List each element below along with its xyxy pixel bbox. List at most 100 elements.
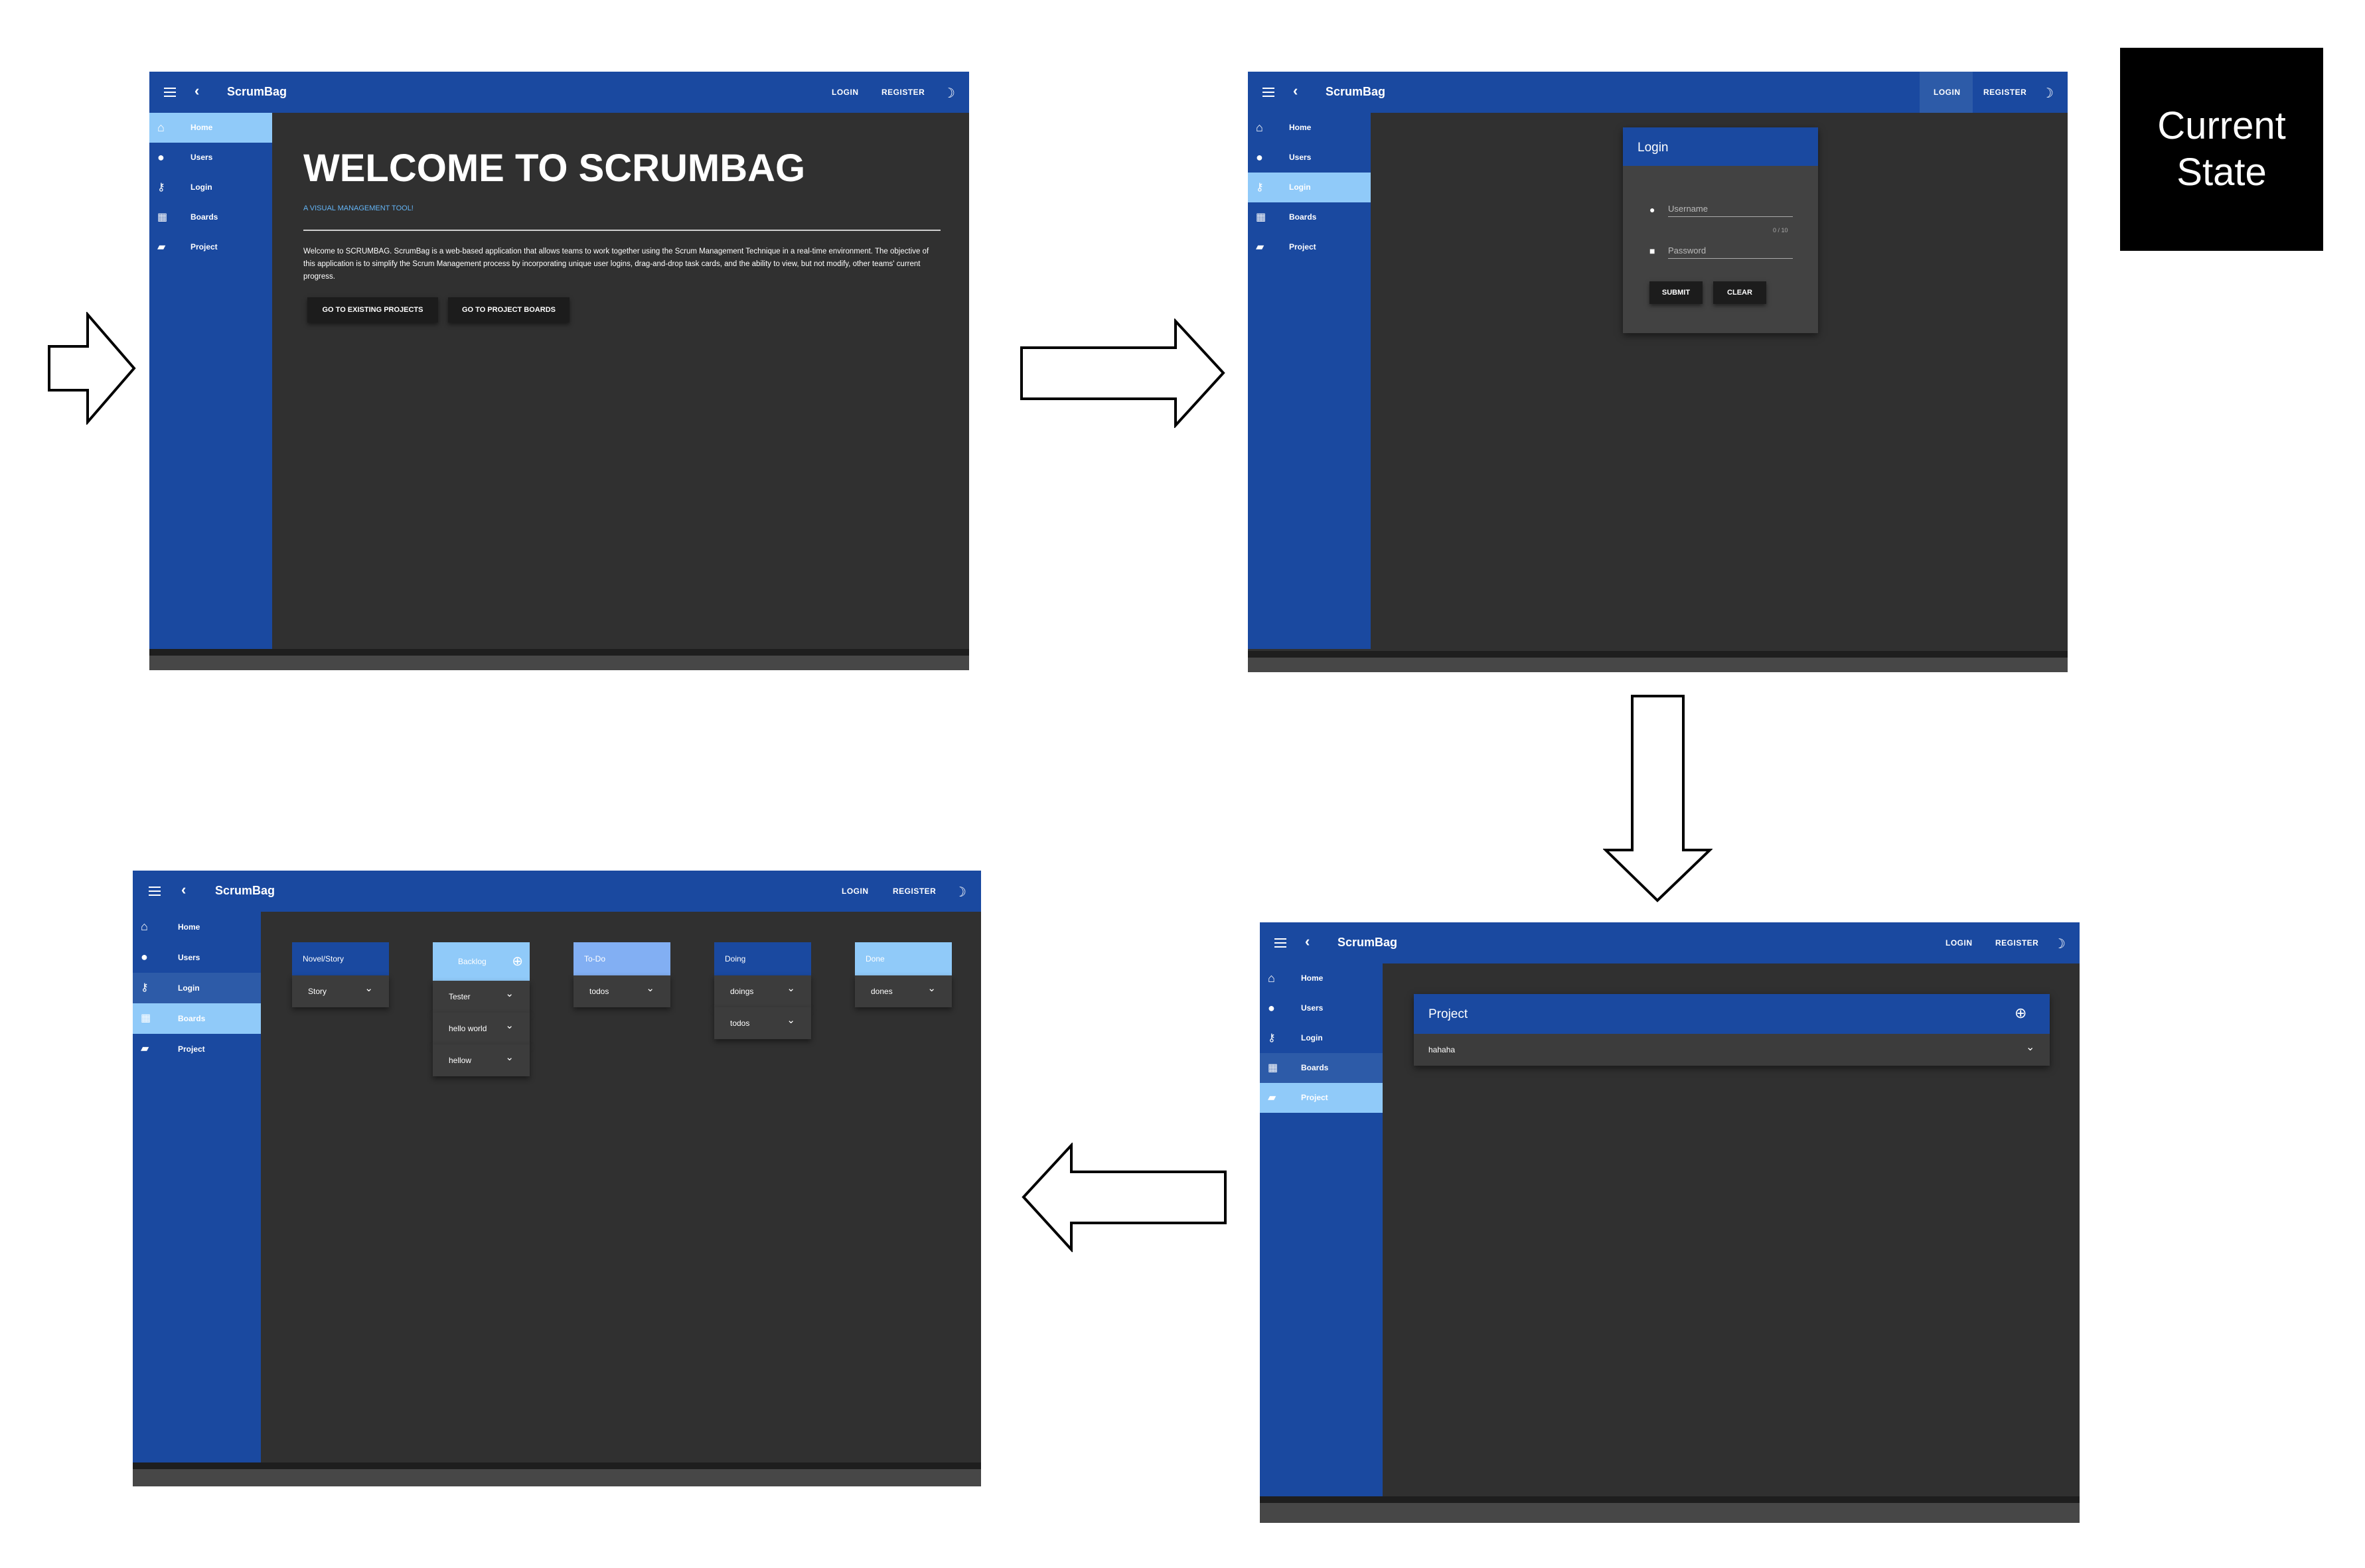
login-button[interactable]: LOGIN xyxy=(832,88,859,97)
right-arrow xyxy=(1020,319,1225,428)
nav-drawer: ⌂Home ●Users ⚷Login ▦Boards ▰Project xyxy=(149,113,272,649)
menu-icon[interactable] xyxy=(1274,938,1286,948)
nav-item-boards[interactable]: ▦Boards xyxy=(1260,1053,1383,1083)
nav-item-users[interactable]: ●Users xyxy=(157,151,213,164)
clear-button[interactable]: CLEAR xyxy=(1713,281,1766,304)
nav-item-project[interactable]: ▰Project xyxy=(157,242,218,253)
nav-drawer: ⌂Home ●Users ⚷Login ▦Boards ▰Project xyxy=(1260,963,1383,1500)
register-button[interactable]: REGISTER xyxy=(1983,88,2027,97)
theme-toggle-icon[interactable]: ☽ xyxy=(943,86,955,101)
card-story[interactable]: Story ⌄ xyxy=(292,975,389,1007)
card-tester[interactable]: Tester ⌄ xyxy=(433,981,530,1013)
username-field[interactable]: Username xyxy=(1668,204,1793,217)
back-chevron-icon[interactable]: ‹ xyxy=(181,881,187,898)
login-button[interactable]: LOGIN xyxy=(1945,938,1973,948)
chevron-down-icon[interactable]: ⌄ xyxy=(364,983,373,994)
chevron-down-icon[interactable]: ⌄ xyxy=(2026,1042,2035,1053)
footer-bar xyxy=(1248,651,2068,672)
go-to-boards-button[interactable]: GO TO PROJECT BOARDS xyxy=(448,297,570,322)
home-icon: ⌂ xyxy=(1268,971,1275,985)
card-todos[interactable]: todos ⌄ xyxy=(573,975,670,1007)
folder-icon: ▰ xyxy=(141,1043,149,1054)
menu-icon[interactable] xyxy=(164,88,176,97)
card-hello-world[interactable]: hello world ⌄ xyxy=(433,1013,530,1044)
chevron-down-icon[interactable]: ⌄ xyxy=(505,1020,514,1031)
nav-item-boards[interactable]: ▦Boards xyxy=(133,1003,261,1034)
menu-icon[interactable] xyxy=(1262,88,1274,97)
chevron-down-icon[interactable]: ⌄ xyxy=(505,988,514,999)
column-header-novel-story[interactable]: Novel/Story xyxy=(292,942,389,975)
password-field[interactable]: Password xyxy=(1668,246,1793,259)
project-item-label: hahaha xyxy=(1428,1045,1456,1054)
footer-bar xyxy=(149,649,969,670)
column-header-doing[interactable]: Doing xyxy=(714,942,811,975)
screen-project: ‹ ScrumBag LOGIN REGISTER ☽ ⌂Home ●Users… xyxy=(1260,922,2080,1523)
project-row[interactable] xyxy=(1414,1034,2050,1066)
screen-boards: ‹ ScrumBag LOGIN REGISTER ☽ ⌂Home ●Users… xyxy=(133,871,981,1486)
login-card-title: Login xyxy=(1638,141,1669,155)
nav-item-home[interactable]: ⌂Home xyxy=(1268,971,1324,985)
nav-item-boards[interactable]: ▦Boards xyxy=(1256,212,1317,223)
card-todos[interactable]: todos ⌄ xyxy=(714,1007,811,1039)
chevron-down-icon[interactable]: ⌄ xyxy=(787,983,795,994)
nav-item-home[interactable]: ⌂Home xyxy=(149,113,272,143)
nav-item-home[interactable]: ⌂Home xyxy=(1256,121,1312,134)
screen-login: ‹ ScrumBag LOGIN REGISTER ☽ ⌂Home ●Users… xyxy=(1248,72,2068,672)
add-circle-icon[interactable]: ⊕ xyxy=(512,954,523,969)
nav-item-login[interactable]: ⚷Login xyxy=(1248,173,1371,202)
key-icon: ⚷ xyxy=(1256,182,1264,193)
account-icon: ● xyxy=(157,151,165,164)
chevron-down-icon[interactable]: ⌄ xyxy=(787,1015,795,1026)
table-icon: ▦ xyxy=(1268,1062,1278,1074)
register-button[interactable]: REGISTER xyxy=(881,88,925,97)
column-header-backlog[interactable]: Backlog ⊕ xyxy=(433,942,530,981)
card-dones[interactable]: dones ⌄ xyxy=(855,975,952,1007)
add-project-icon[interactable]: ⊕ xyxy=(2015,1005,2027,1021)
column-header-done[interactable]: Done xyxy=(855,942,952,975)
theme-toggle-icon[interactable]: ☽ xyxy=(954,885,966,900)
chevron-down-icon[interactable]: ⌄ xyxy=(505,1052,514,1063)
current-state-label: Current State xyxy=(2120,48,2323,251)
chevron-down-icon[interactable]: ⌄ xyxy=(927,983,936,994)
key-icon: ⚷ xyxy=(1268,1033,1276,1044)
app-title: ScrumBag xyxy=(227,85,287,98)
table-icon: ▦ xyxy=(157,212,168,223)
card-hellow[interactable]: hellow ⌄ xyxy=(433,1044,530,1076)
login-button[interactable]: LOGIN xyxy=(842,887,869,896)
menu-icon[interactable] xyxy=(149,887,161,896)
nav-item-home[interactable]: ⌂Home xyxy=(141,920,200,933)
login-button[interactable]: LOGIN xyxy=(1934,88,1961,97)
table-icon: ▦ xyxy=(141,1013,151,1024)
login-button-active[interactable] xyxy=(1920,72,1973,113)
back-chevron-icon[interactable]: ‹ xyxy=(1293,82,1298,99)
account-icon: ● xyxy=(1268,1001,1275,1015)
theme-toggle-icon[interactable]: ☽ xyxy=(2054,937,2066,952)
account-icon: ● xyxy=(1256,151,1263,164)
card-doings[interactable]: doings ⌄ xyxy=(714,975,811,1007)
folder-icon: ▰ xyxy=(1256,242,1264,253)
column-header-todo[interactable]: To-Do xyxy=(573,942,670,975)
screen-home: ‹ ScrumBag LOGIN REGISTER ☽ ⌂Home ●Users… xyxy=(149,72,969,670)
theme-toggle-icon[interactable]: ☽ xyxy=(2042,86,2054,101)
nav-item-users[interactable]: ●Users xyxy=(141,950,200,963)
register-button[interactable]: REGISTER xyxy=(1995,938,2039,948)
nav-item-login[interactable]: ⚷Login xyxy=(157,182,212,193)
nav-item-login[interactable]: ⚷Login xyxy=(1268,1033,1323,1044)
back-chevron-icon[interactable]: ‹ xyxy=(194,82,200,99)
project-panel: Project ⊕ hahaha ⌄ xyxy=(1414,994,2050,1066)
nav-item-users[interactable]: ●Users xyxy=(1268,1001,1324,1015)
home-icon: ⌂ xyxy=(141,920,148,933)
chevron-down-icon[interactable]: ⌄ xyxy=(646,983,654,994)
nav-item-project[interactable]: ▰Project xyxy=(141,1043,205,1054)
submit-button[interactable]: SUBMIT xyxy=(1649,281,1703,304)
nav-item-project[interactable]: ▰Project xyxy=(1256,242,1316,253)
register-button[interactable]: REGISTER xyxy=(893,887,937,896)
nav-item-users[interactable]: ●Users xyxy=(1256,151,1312,164)
username-counter: 0 / 10 xyxy=(1773,227,1788,234)
nav-item-project[interactable]: ▰Project xyxy=(1260,1083,1383,1113)
nav-item-boards[interactable]: ▦Boards xyxy=(157,212,218,223)
back-chevron-icon[interactable]: ‹ xyxy=(1305,933,1310,950)
login-card: Login ● Username 0 / 10 ■ Password SUBMI… xyxy=(1623,127,1818,333)
nav-item-login[interactable]: ⚷Login xyxy=(133,973,261,1003)
go-to-projects-button[interactable]: GO TO EXISTING PROJECTS xyxy=(307,297,438,322)
